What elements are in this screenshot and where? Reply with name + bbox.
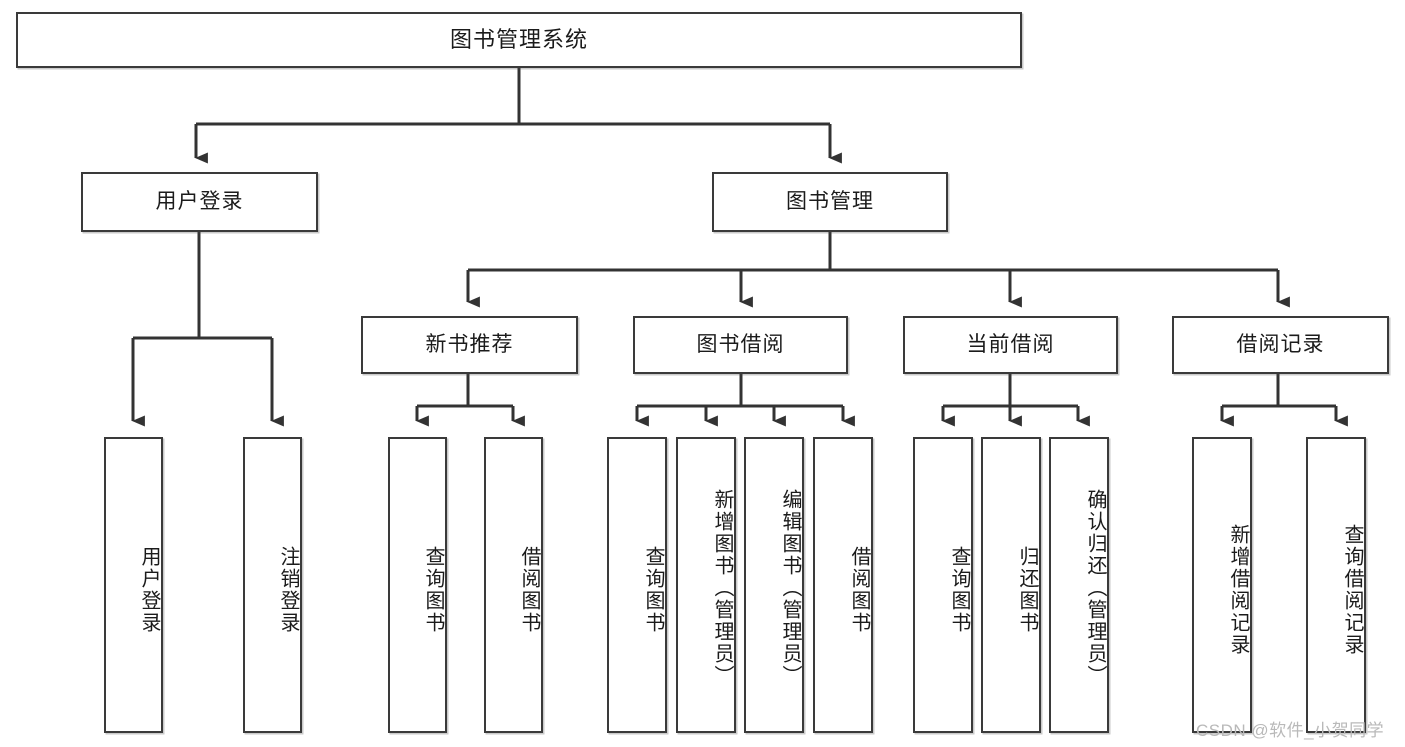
leaf-query-books-recommend-label: 查询图书 [422, 546, 444, 634]
leaf-confirm-return-admin[interactable]: 确认归还（管理员） [1049, 437, 1109, 733]
leaf-user-login-label: 用户登录 [138, 546, 160, 634]
leaf-edit-book-admin[interactable]: 编辑图书（管理员） [744, 437, 804, 733]
leaf-query-books-recommend[interactable]: 查询图书 [388, 437, 447, 733]
leaf-query-books-current[interactable]: 查询图书 [913, 437, 973, 733]
node-current-borrowing[interactable]: 当前借阅 [903, 316, 1118, 374]
leaf-add-borrow-record-label: 新增借阅记录 [1227, 524, 1249, 656]
node-user-login-label: 用户登录 [155, 190, 244, 214]
leaf-add-book-admin-label: 新增图书（管理员） [711, 489, 733, 687]
leaf-query-borrow-record[interactable]: 查询借阅记录 [1306, 437, 1366, 733]
leaf-logout-label: 注销登录 [277, 546, 299, 634]
node-new-book-recommendation[interactable]: 新书推荐 [361, 316, 578, 374]
node-current-borrowing-label: 当前借阅 [966, 333, 1055, 357]
node-book-management[interactable]: 图书管理 [712, 172, 948, 232]
leaf-confirm-return-admin-label: 确认归还（管理员） [1084, 489, 1106, 687]
leaf-borrow-book-label: 借阅图书 [848, 546, 870, 634]
node-book-borrowing[interactable]: 图书借阅 [633, 316, 848, 374]
node-borrow-records-label: 借阅记录 [1236, 333, 1325, 357]
node-book-management-label: 图书管理 [786, 190, 874, 214]
node-root-library-management-system[interactable]: 图书管理系统 [16, 12, 1022, 68]
leaf-query-books-borrow-label: 查询图书 [642, 546, 664, 634]
node-book-borrowing-label: 图书借阅 [696, 333, 785, 357]
node-borrow-records[interactable]: 借阅记录 [1172, 316, 1389, 374]
leaf-query-books-current-label: 查询图书 [948, 546, 970, 634]
leaf-borrow-book[interactable]: 借阅图书 [813, 437, 873, 733]
node-root-label: 图书管理系统 [449, 26, 588, 52]
leaf-borrow-books-recommend[interactable]: 借阅图书 [484, 437, 543, 733]
leaf-query-borrow-record-label: 查询借阅记录 [1341, 524, 1363, 656]
leaf-logout[interactable]: 注销登录 [243, 437, 302, 733]
leaf-add-borrow-record[interactable]: 新增借阅记录 [1192, 437, 1252, 733]
csdn-watermark: CSDN @软件_小贺同学 [1196, 721, 1385, 740]
leaf-return-book-label: 归还图书 [1016, 546, 1038, 634]
leaf-return-book[interactable]: 归还图书 [981, 437, 1041, 733]
leaf-add-book-admin[interactable]: 新增图书（管理员） [676, 437, 736, 733]
leaf-user-login[interactable]: 用户登录 [104, 437, 163, 733]
leaf-borrow-books-recommend-label: 借阅图书 [518, 546, 540, 634]
node-user-login[interactable]: 用户登录 [81, 172, 318, 232]
leaf-edit-book-admin-label: 编辑图书（管理员） [779, 489, 801, 687]
leaf-query-books-borrow[interactable]: 查询图书 [607, 437, 667, 733]
node-new-book-recommendation-label: 新书推荐 [425, 333, 514, 357]
